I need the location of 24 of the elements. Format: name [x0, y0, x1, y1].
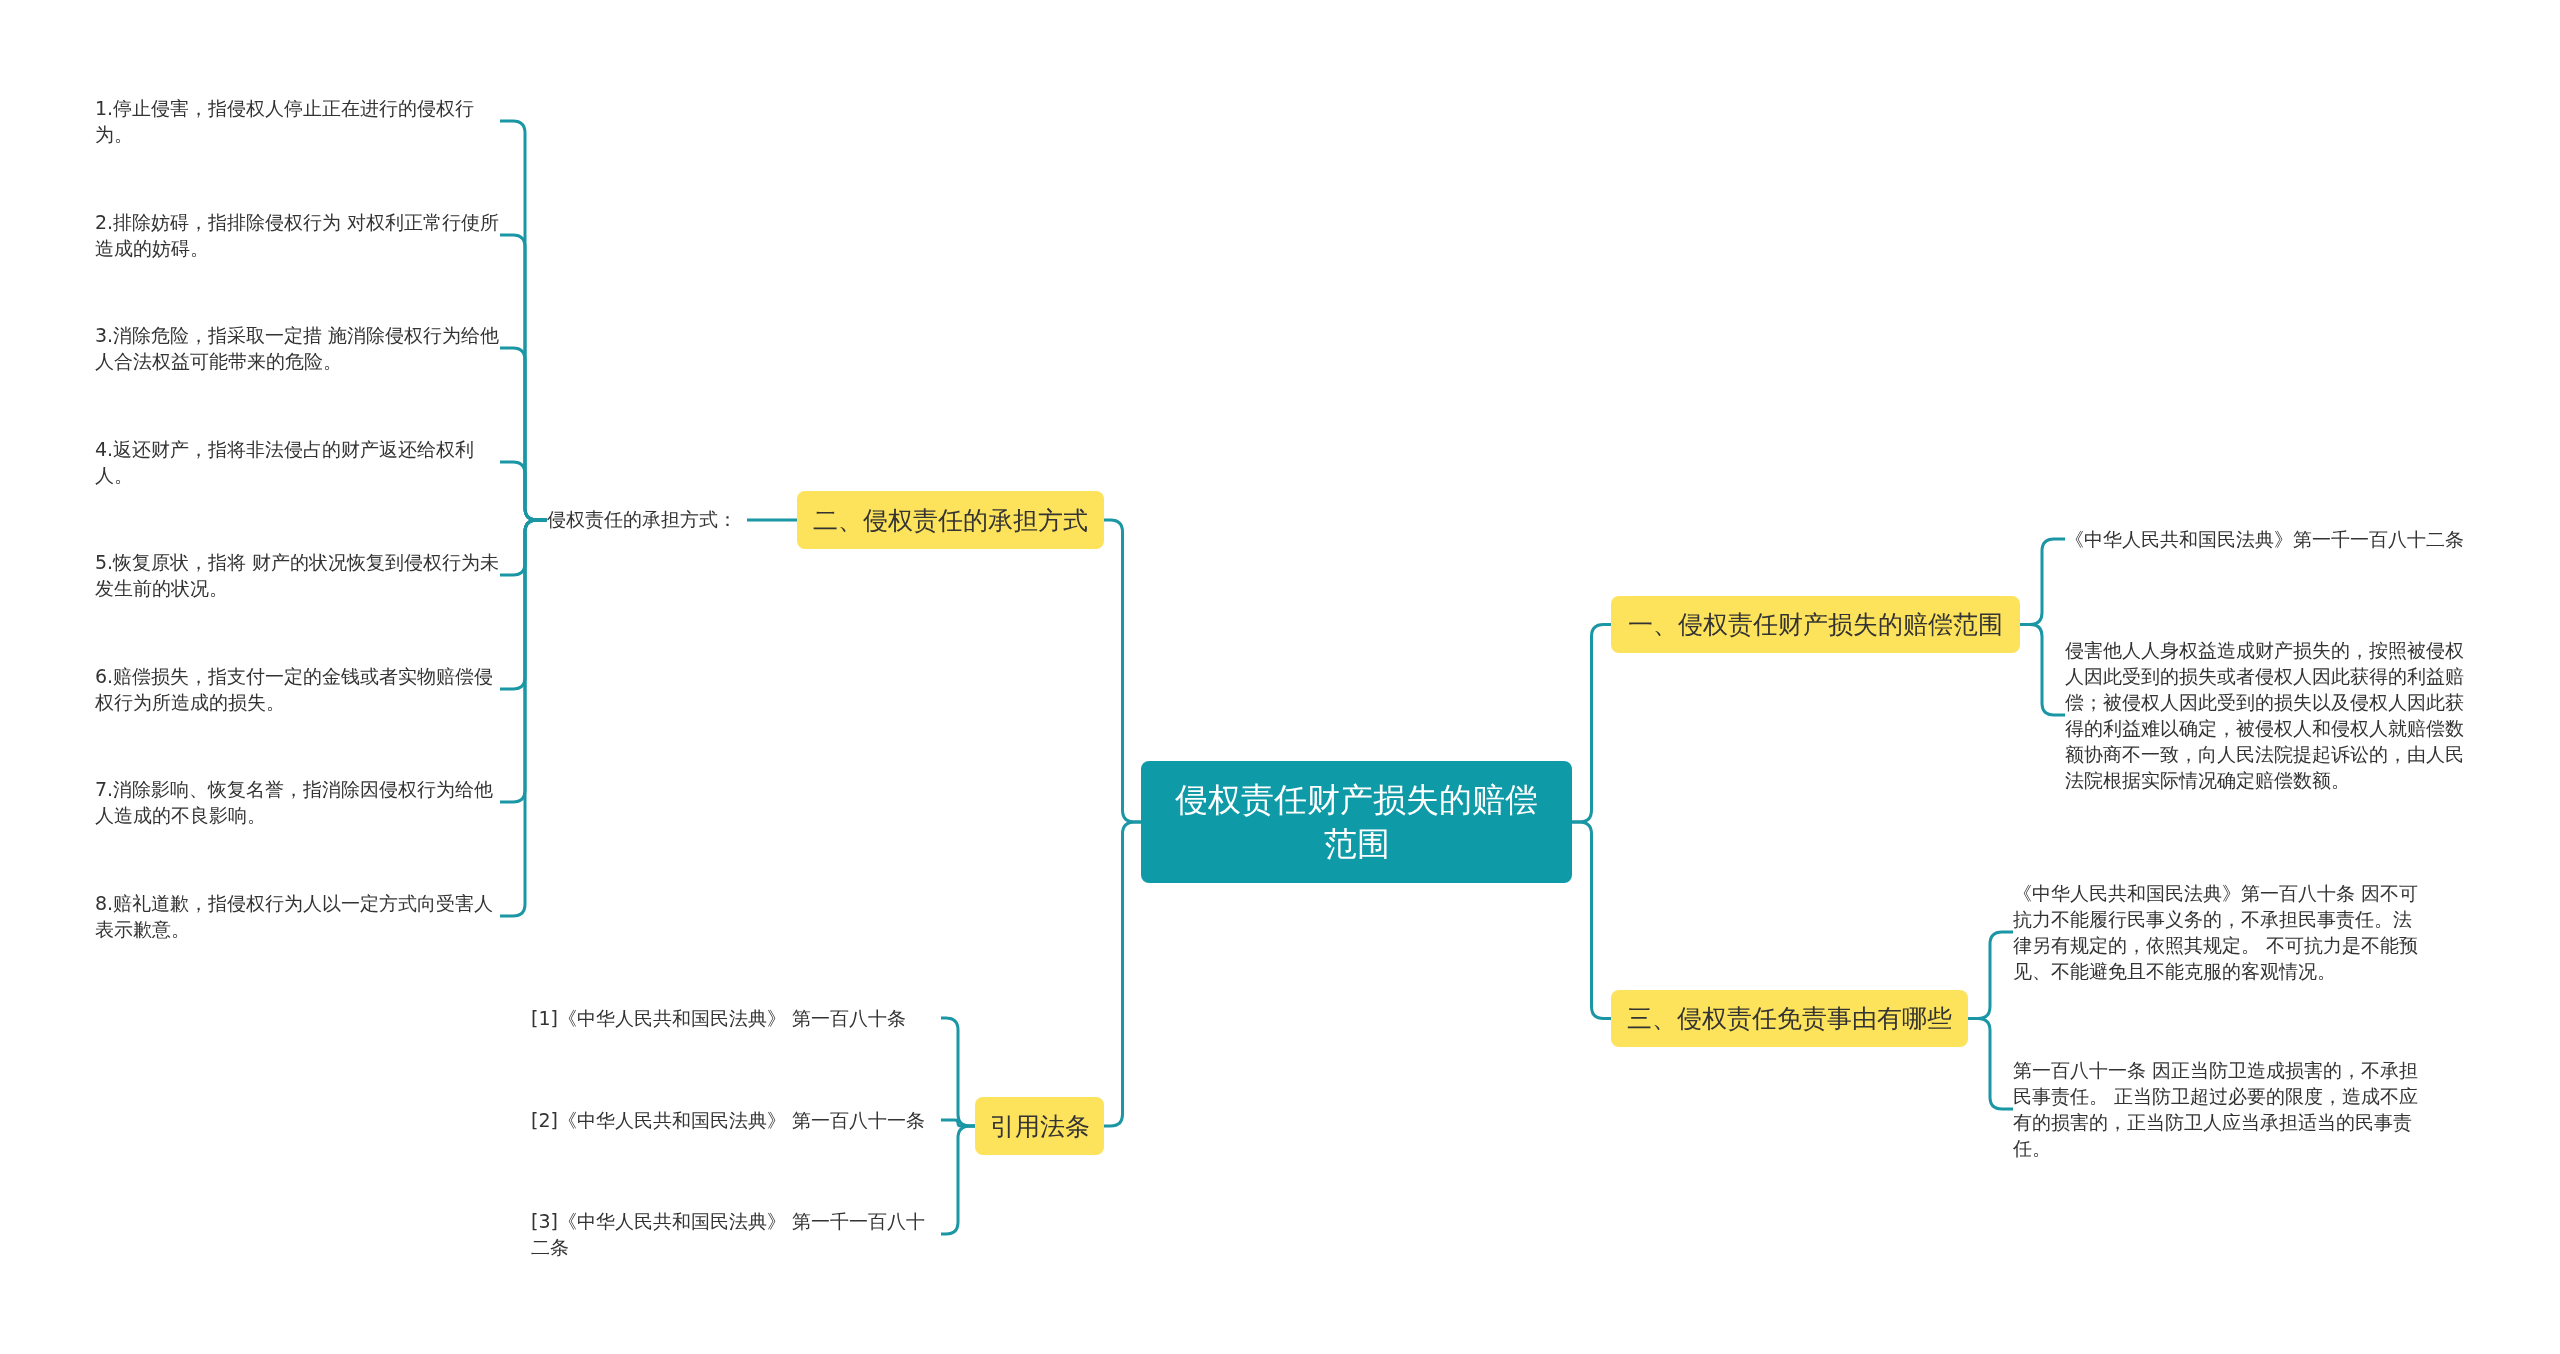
note-text: 3.消除危险，指采取一定措 施消除侵权行为给他人合法权益可能带来的危险。	[95, 322, 500, 374]
connector-line	[1572, 820, 1611, 1020]
note-text: 2.排除妨碍，指排除侵权行为 对权利正常行使所造成的妨碍。	[95, 209, 500, 261]
central-topic-box: 侵权责任财产损失的赔偿范围	[1141, 761, 1572, 883]
note-text: 5.恢复原状，指将 财产的状况恢复到侵权行为未发生前的状况。	[95, 549, 500, 601]
topic-box: 二、侵权责任的承担方式	[797, 491, 1104, 549]
note-text: [3]《中华人民共和国民法典》 第一千一百八十二条	[531, 1208, 941, 1260]
note-text: 8.赔礼道歉，指侵权行为人以一定方式向受害人表示歉意。	[95, 890, 500, 942]
topic-box: 引用法条	[975, 1097, 1104, 1155]
note-text: 《中华人民共和国民法典》第一百八十条 因不可抗力不能履行民事义务的，不承担民事责任。法律另有规定的，依照其规定。 不可抗力是不能预见、不能避免且不能克服的客观情况。	[2013, 880, 2428, 984]
note-text: [2]《中华人民共和国民法典》 第一百八十一条	[531, 1107, 941, 1133]
note-text: 4.返还财产，指将非法侵占的财产返还给权利人。	[95, 436, 500, 488]
note-text: 6.赔偿损失，指支付一定的金钱或者实物赔偿侵权行为所造成的损失。	[95, 663, 500, 715]
connector-line	[747, 518, 797, 522]
connector-line	[1104, 820, 1141, 1128]
branch-text: 侵权责任的承担方式：	[547, 505, 747, 535]
topic-box: 三、侵权责任免责事由有哪些	[1611, 990, 1968, 1047]
note-text: 1.停止侵害，指侵权人停止正在进行的侵权行为。	[95, 95, 500, 147]
note-text: 7.消除影响、恢复名誉，指消除因侵权行为给他人造成的不良影响。	[95, 776, 500, 828]
topic-box: 一、侵权责任财产损失的赔偿范围	[1611, 596, 2020, 653]
note-text: 第一百八十一条 因正当防卫造成损害的，不承担民事责任。 正当防卫超过必要的限度，造成不应有的损害的，正当防卫人应当承担适当的民事责任。	[2013, 1057, 2428, 1161]
note-text: [1]《中华人民共和国民法典》 第一百八十条	[531, 1005, 941, 1031]
note-text: 侵害他人人身权益造成财产损失的，按照被侵权人因此受到的损失或者侵权人因此获得的利益赔偿；被侵权人因此受到的损失以及侵权人因此获得的利益难以确定，被侵权人和侵权人就赔偿数额协商不一致，向人民法院提起诉讼的，由人民法院根据实际情况确定赔偿数额。	[2065, 637, 2475, 793]
note-text: 《中华人民共和国民法典》第一千一百八十二条	[2065, 526, 2475, 552]
